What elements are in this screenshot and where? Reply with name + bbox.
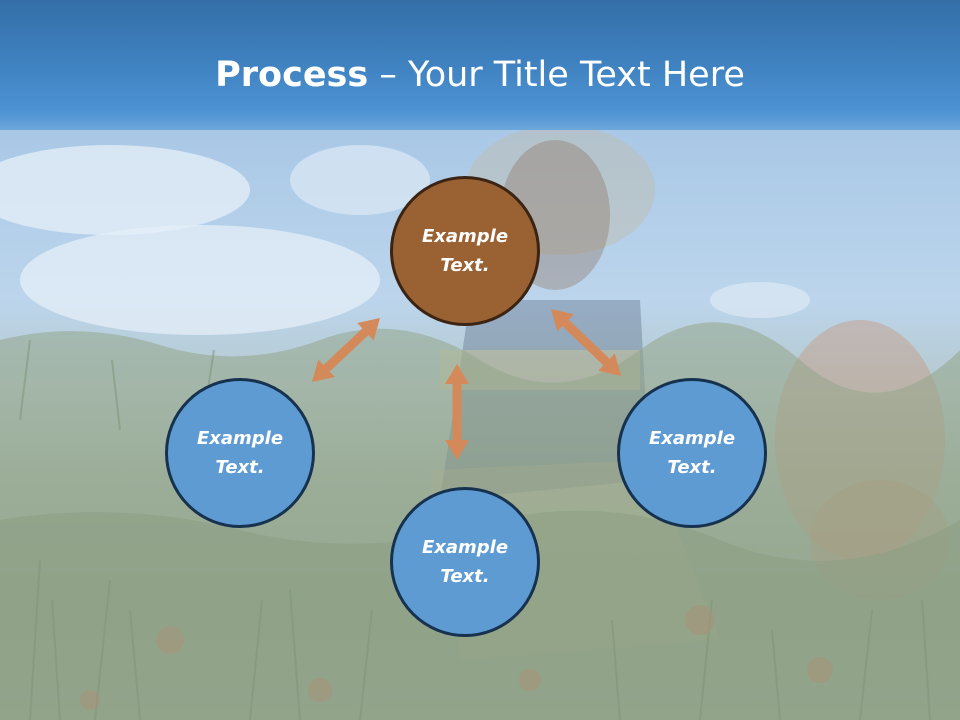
title-bar [0, 0, 960, 130]
bottom-node-label: Example Text. [421, 537, 509, 587]
right-node[interactable]: Example Text. [617, 378, 767, 528]
left-node-label: Example Text. [196, 428, 284, 478]
slide-title: Process – Your Title Text Here [0, 50, 960, 100]
title-bold-text: Process [215, 55, 369, 95]
right-node-label: Example Text. [648, 428, 736, 478]
bottom-node[interactable]: Example Text. [390, 487, 540, 637]
center-node[interactable]: Example Text. [390, 176, 540, 326]
center-node-label: Example Text. [421, 226, 509, 276]
arrow-center-bottom [445, 364, 469, 460]
arrow-center-right [551, 309, 621, 376]
title-rest-text: – Your Title Text Here [368, 55, 745, 95]
left-node[interactable]: Example Text. [165, 378, 315, 528]
arrow-center-left [312, 318, 380, 382]
